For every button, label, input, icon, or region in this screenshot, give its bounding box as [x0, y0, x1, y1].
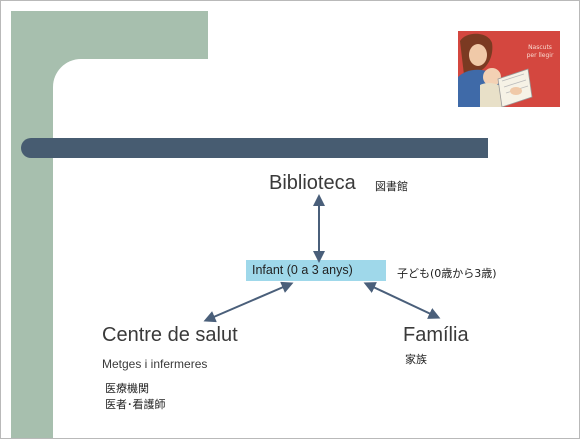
iryou-kikan-label: 医療機関	[105, 382, 149, 395]
arrow-infant-familia	[363, 282, 441, 319]
infant-label: Infant (0 a 3 anys)	[252, 263, 353, 277]
book-illustration: Nascuts per llegir	[458, 31, 560, 107]
arrow-infant-centre	[203, 281, 294, 323]
centre-de-salut-label: Centre de salut	[102, 324, 238, 346]
svg-text:per llegir: per llegir	[527, 52, 554, 59]
infant-jp-label: 子ども(0歳から3歳)	[397, 267, 497, 280]
corner-decoration	[53, 11, 208, 59]
familia-label: Família	[403, 324, 469, 346]
metges-label: Metges i infermeres	[102, 357, 208, 371]
biblioteca-label: Biblioteca	[269, 172, 356, 194]
sidebar-decoration	[11, 11, 53, 438]
biblioteca-jp-label: 図書館	[375, 180, 408, 193]
svg-text:Nascuts: Nascuts	[528, 44, 552, 51]
isha-kangoshi-label: 医者･看護師	[105, 398, 166, 411]
familia-jp-label: 家族	[405, 353, 427, 366]
title-bar	[21, 138, 488, 158]
mother-reading-book-illustration: Nascuts per llegir	[458, 31, 560, 107]
infant-highlight-box	[246, 260, 386, 281]
